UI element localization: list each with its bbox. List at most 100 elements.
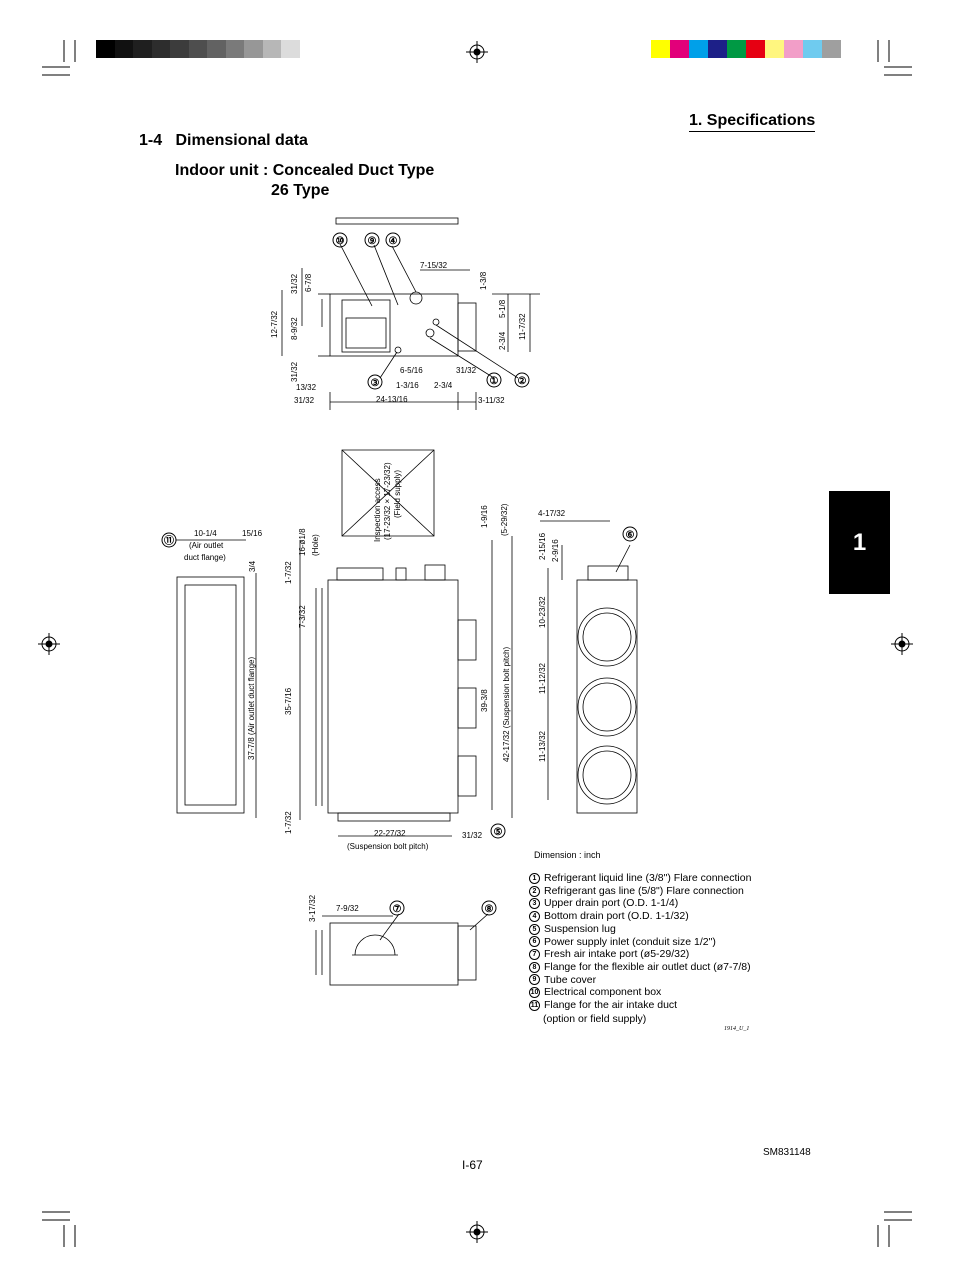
- dim-text: 3-11/32: [478, 396, 505, 405]
- color-swatch: [689, 40, 708, 58]
- legend-number: 8: [529, 961, 540, 973]
- color-swatch: [765, 40, 784, 58]
- gray-swatch: [244, 40, 263, 58]
- dim-text: 24-13/16: [376, 395, 408, 404]
- label-4: ④: [389, 236, 398, 247]
- legend-text: Refrigerant liquid line (3/8") Flare con…: [544, 872, 752, 884]
- color-swatch: [651, 40, 670, 58]
- gray-swatch: [170, 40, 189, 58]
- dim-text: 6-7/8: [304, 273, 313, 292]
- gray-swatch: [114, 40, 133, 58]
- ref-code: 1914_U_1: [724, 1026, 750, 1032]
- gray-swatch: [262, 40, 281, 58]
- gray-swatch: [207, 40, 226, 58]
- top-view-plate: [335, 217, 459, 225]
- label-10: ⑩: [336, 236, 345, 247]
- legend-number: 10: [529, 987, 540, 999]
- unit-title-line1: Indoor unit : Concealed Duct Type: [175, 162, 435, 179]
- dim-text: duct flange): [184, 553, 226, 562]
- legend-text: Electrical component box: [544, 986, 662, 999]
- dim-text: 10-1/4: [194, 529, 217, 538]
- dim-text: 31/32: [290, 361, 299, 382]
- dim-text: 31/32: [290, 273, 299, 294]
- top-view-body: [329, 293, 459, 357]
- color-scale-bar: [651, 40, 841, 58]
- dim-text: 2-9/16: [551, 539, 560, 562]
- dim-text: 31/32: [294, 396, 315, 405]
- side-view-body: [576, 579, 638, 814]
- gray-swatch: [96, 40, 115, 58]
- dim-text: 13/32: [296, 383, 317, 392]
- legend: 1 Refrigerant liquid line (3/8") Flare co…: [529, 872, 751, 1012]
- dim-text: 31/32: [462, 831, 483, 840]
- bottom-view-body: [329, 922, 459, 986]
- dim-text: 6-5/16: [400, 366, 423, 375]
- dim-text: 16-ø1/8: [298, 528, 307, 556]
- legend-item: 9 Tube cover: [529, 974, 751, 987]
- dim-text: 7-9/32: [336, 904, 359, 913]
- dim-text: 2-15/16: [538, 532, 547, 560]
- dim-text: 22-27/32: [374, 829, 406, 838]
- dim-text: 12-7/32: [270, 310, 279, 338]
- dim-text: 3/4: [248, 560, 257, 572]
- color-swatch: [708, 40, 727, 58]
- legend-text: Refrigerant gas line (5/8") Flare connec…: [544, 884, 744, 897]
- color-swatch: [727, 40, 746, 58]
- gray-swatch: [188, 40, 207, 58]
- dim-text: 3-17/32: [308, 894, 317, 922]
- legend-item-11-cont: (option or field supply): [543, 1013, 647, 1025]
- dim-text: (Air outlet: [189, 541, 224, 550]
- dim-text: 37-7/8 (Air outlet duct flange): [247, 656, 256, 760]
- legend-item: 4 Bottom drain port (O.D. 1-1/32): [529, 910, 751, 923]
- label-7: ⑦: [393, 904, 402, 915]
- legend-number: 3: [529, 898, 540, 910]
- legend-number: 2: [529, 885, 540, 897]
- dim-text: 2-3/4: [434, 381, 453, 390]
- legend-number: 1: [529, 872, 540, 884]
- dim-text: 5-1/8: [498, 299, 507, 318]
- front-view-body: [327, 579, 459, 814]
- legend-text: Fresh air intake port (ø5-29/32): [544, 948, 690, 961]
- dim-text: (5-29/32): [500, 503, 509, 536]
- inspection-text: Inspection access: [373, 478, 382, 542]
- dim-text: 11-13/32: [538, 730, 547, 762]
- dim-text: 7-15/32: [420, 261, 448, 270]
- dim-text: 15/16: [242, 529, 263, 538]
- legend-item: 1 Refrigerant liquid line (3/8") Flare co…: [529, 872, 751, 885]
- color-swatch: [803, 40, 822, 58]
- legend-number: 9: [529, 974, 540, 986]
- dim-text: 39-3/8: [480, 689, 489, 712]
- color-swatch: [822, 40, 841, 58]
- section-title: 1-4 Dimensional data: [139, 132, 308, 149]
- doc-code: SM831148: [763, 1147, 811, 1158]
- unit-title-line2: 26 Type: [271, 182, 330, 199]
- legend-text: Suspension lug: [544, 922, 616, 935]
- legend-number: 4: [529, 910, 540, 922]
- section-header-right: 1. Specifications: [689, 112, 816, 132]
- legend-item: 8 Flange for the flexible air outlet duct…: [529, 961, 751, 974]
- label-1: ①: [490, 376, 499, 387]
- legend-text: Power supply inlet (conduit size 1/2"): [544, 935, 716, 948]
- gray-swatch: [281, 40, 300, 58]
- label-3: ③: [371, 378, 380, 389]
- label-5: ⑤: [494, 827, 503, 838]
- legend-text: Flange for the flexible air outlet duct …: [544, 960, 751, 973]
- dim-text: 1-7/32: [284, 811, 293, 834]
- registration-mark-icon: [38, 41, 913, 1243]
- label-9: ⑨: [368, 236, 377, 247]
- legend-text: Bottom drain port (O.D. 1-1/32): [544, 910, 689, 923]
- legend-number: 11: [529, 999, 540, 1011]
- air-intake-flange: [176, 576, 245, 814]
- page-number: I-67: [462, 1158, 483, 1172]
- label-8: ⑧: [485, 904, 494, 915]
- inspection-text: (Field supply): [393, 470, 402, 518]
- gray-swatch: [133, 40, 152, 58]
- gray-scale-bar: [96, 40, 300, 58]
- legend-text: Tube cover: [544, 973, 597, 986]
- dim-text: 1-3/8: [479, 271, 488, 290]
- chapter-tab: 1: [829, 491, 890, 594]
